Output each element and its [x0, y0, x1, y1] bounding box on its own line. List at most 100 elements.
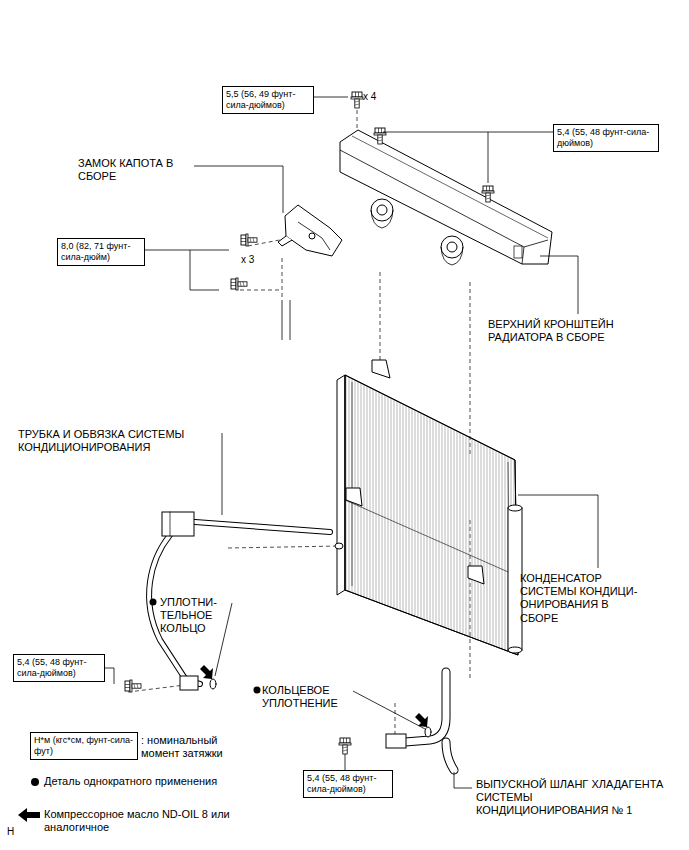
quantity-label: x 3: [241, 254, 275, 266]
alignment-lines-part: [282, 258, 283, 300]
condenser-part: [346, 488, 362, 506]
condenser-part: [372, 360, 390, 378]
part-name: КОЛЬЦЕВОЕ УПЛОТНЕНИЕ: [262, 684, 357, 710]
leader-lines-part: [312, 97, 348, 98]
torque-value: 5,4 (55, 48 фунт-сила-дюймов): [307, 773, 389, 795]
torque-value: 8,0 (82, 71 фунт-сила-дюйм): [61, 241, 141, 263]
leader-lines-part: [190, 290, 219, 291]
condenser-part: [345, 500, 515, 575]
condenser-part: [352, 382, 353, 586]
part-name: ВЕРХНИЙ КРОНШТЕЙН РАДИАТОРА В СБОРЕ: [488, 318, 666, 344]
discharge-hose-part: [405, 672, 446, 742]
condenser-part: [335, 543, 343, 549]
ac-tube-part: [210, 679, 216, 689]
ac-tube-part: [162, 512, 194, 536]
legend-samples-part: [31, 778, 39, 786]
leader-lines-part: [215, 603, 232, 676]
leader-lines-part: [194, 166, 283, 213]
condenser-part: [508, 505, 522, 511]
discharge-hose-part: [405, 672, 446, 742]
alignment-lines-part: [240, 290, 280, 291]
oil-arrows-part: [200, 665, 213, 679]
bolts-part: [482, 186, 494, 202]
part-name: ТРУБКА И ОБВЯЗКА СИСТЕМЫ КОНДИЦИОНИРОВАН…: [18, 428, 223, 454]
torque-value: 5,4 (55, 48 фунт-сила-дюймов): [17, 657, 101, 679]
radiator-bracket-part: [340, 150, 548, 247]
torque-box: 5,4 (55, 48 фунт-сила-дюймов): [553, 124, 659, 152]
quantity-label: x 4: [363, 91, 397, 103]
bolts: [125, 92, 494, 754]
legend-text: : номинальный момент затяжки: [141, 734, 241, 760]
one-time-use-dots-part: [254, 687, 261, 694]
ac-tube-part: [195, 522, 330, 532]
radiator-bracket-part: [371, 199, 393, 221]
leader-lines-part: [144, 250, 190, 251]
torque-box: 5,4 (55, 48 фунт-сила-дюймов): [303, 770, 393, 798]
condenser-part: [508, 508, 522, 650]
bolts-part: [231, 278, 247, 290]
hood-lock-part: [278, 236, 292, 246]
leader-lines-part: [488, 132, 489, 183]
bolts-part: [125, 680, 141, 692]
leader-lines-part: [104, 668, 114, 684]
legend-text: Деталь однократного применения: [44, 775, 294, 788]
leader-lines: [104, 97, 598, 788]
legend-samples-part: [18, 808, 40, 822]
torque-value: Н*м (кгс*см, фунт-сила-фут): [34, 735, 134, 757]
legend-torque-box: Н*м (кгс*см, фунт-сила-фут): [30, 732, 138, 760]
hood-lock-part: [309, 233, 315, 239]
alignment-lines-part: [470, 282, 471, 455]
part-name: УПЛОТНИ- ТЕЛЬНОЕ КОЛЬЦО: [160, 596, 232, 636]
hood-lock: [278, 205, 342, 340]
torque-box: 5,5 (56, 49 фунт-сила-дюймов): [222, 86, 314, 114]
discharge-hose-part: [446, 742, 454, 770]
ac-tube-part: [170, 512, 171, 536]
leader-lines-part: [190, 250, 229, 251]
ac-tube: [149, 512, 330, 690]
torque-box: 5,4 (55, 48 фунт-сила-дюймов): [13, 654, 105, 682]
hood-lock-part: [282, 300, 290, 340]
radiator-bracket-part: [441, 236, 463, 258]
leader-lines-part: [454, 772, 472, 788]
alignment-lines-part: [380, 272, 381, 372]
torque-value: 5,4 (55, 48 фунт-сила-дюймов): [557, 127, 655, 149]
leader-lines-part: [383, 132, 553, 133]
leader-lines-part: [353, 691, 425, 729]
condenser: [335, 360, 522, 655]
part-name: КОНДЕНСАТОР СИСТЕМЫ КОНДИЦИ- ОНИРОВАНИЯ …: [520, 572, 645, 625]
figure-code: H: [7, 826, 27, 838]
radiator-bracket-part: [352, 136, 548, 238]
discharge-hose-part: [386, 734, 406, 748]
leader-lines-part: [345, 754, 346, 770]
condenser-part: [508, 647, 522, 653]
bolts-part: [339, 738, 351, 754]
ac-tube-part: [180, 676, 198, 690]
condenser-part: [345, 375, 518, 655]
legend-text: Компрессорное масло ND-OIL 8 или аналоги…: [44, 808, 256, 834]
leader-lines-part: [190, 250, 191, 290]
condenser-part: [468, 566, 484, 584]
torque-box: 8,0 (82, 71 фунт-сила-дюйм): [57, 238, 145, 266]
radiator-bracket-part: [441, 247, 463, 265]
condenser-part: [345, 375, 518, 655]
leader-lines-part: [518, 495, 598, 568]
part-name: ЗАМОК КАПОТА В СБОРЕ: [78, 157, 193, 183]
hood-lock-part: [298, 222, 330, 250]
ac-tube-part: [195, 522, 330, 532]
hood-lock-part: [285, 205, 342, 256]
bolts-part: [374, 128, 386, 144]
part-name: ВЫПУСКНОЙ ШЛАНГ ХЛАДАГЕНТА СИСТЕМЫ КОНДИ…: [476, 778, 664, 818]
radiator-bracket-part: [514, 246, 522, 258]
leader-lines-part: [222, 433, 223, 515]
radiator-bracket-part: [371, 210, 393, 228]
legend-samples: [18, 778, 40, 822]
bolts-part: [241, 234, 257, 246]
radiator-bracket-part: [447, 242, 457, 252]
condenser-part: [337, 375, 345, 595]
leader-lines-part: [540, 256, 578, 314]
discharge-hose-part: [425, 727, 431, 737]
alignment-lines-part: [228, 546, 340, 548]
bolts-part: [351, 92, 363, 108]
discharge-hose: [386, 672, 454, 770]
